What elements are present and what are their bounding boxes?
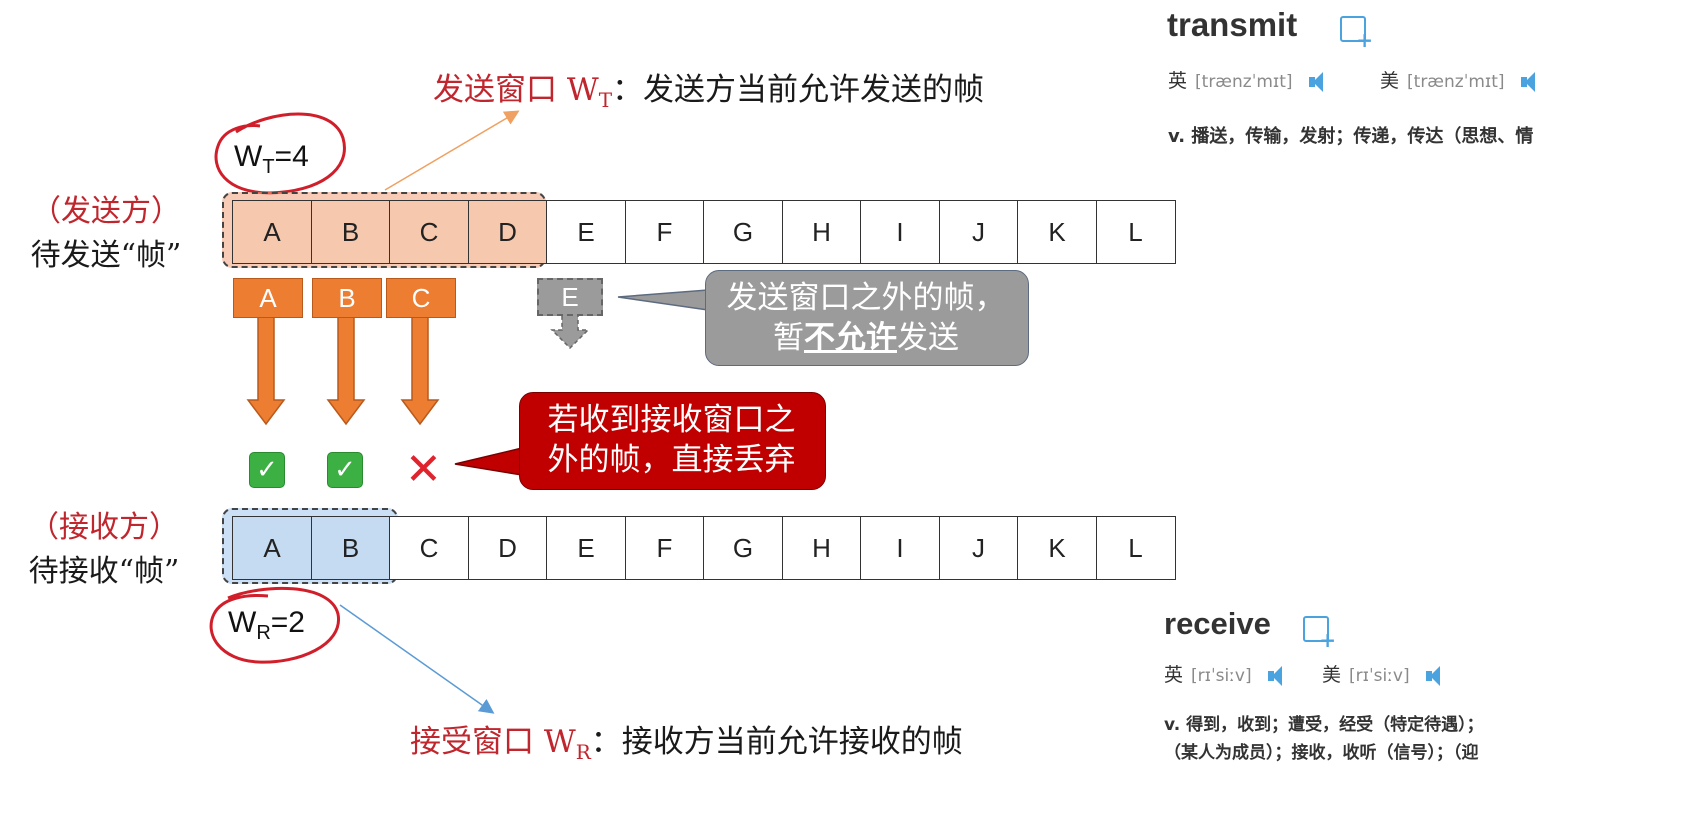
recv-window-title: 接受窗口 WR：接收方当前允许接收的帧 bbox=[410, 724, 963, 765]
frame-cell: E bbox=[546, 200, 626, 264]
send-window-term: 发送窗口 WT bbox=[433, 72, 613, 113]
send-window-title: 发送窗口 WT：发送方当前允许发送的帧 bbox=[433, 72, 985, 113]
frame-cell: H bbox=[781, 200, 862, 264]
add-to-wordbook-icon[interactable] bbox=[1340, 16, 1373, 52]
speaker-icon[interactable] bbox=[1425, 665, 1440, 686]
frame-cell: H bbox=[781, 516, 862, 580]
recv-window-term: 接受窗口 WR bbox=[410, 724, 591, 765]
frame-cell: F bbox=[624, 516, 705, 580]
dict-transmit-definition: v. 播送，传输，发射；传递，传达（思想、情 bbox=[1168, 126, 1534, 147]
speaker-icon[interactable] bbox=[1308, 71, 1323, 92]
sender-caption: 待发送“帧” bbox=[30, 238, 182, 273]
frame-cell: C bbox=[389, 516, 469, 580]
red-callout-text: 若收到接收窗口之 外的帧，直接丢弃 bbox=[547, 402, 796, 478]
wr-hand-circle bbox=[209, 586, 340, 664]
red-callout bbox=[519, 392, 826, 490]
arrow-a-shaft bbox=[246, 314, 286, 426]
sender-label: （发送方） 待发送“帧” bbox=[6, 190, 206, 278]
arrow-b-shaft bbox=[326, 314, 366, 426]
frame-cell: F bbox=[624, 200, 705, 264]
sender-frame-row: A B C D E F G H I J K L bbox=[232, 200, 1176, 264]
dict-receive-us-pron: 美[rɪˈsiːv] bbox=[1322, 660, 1440, 687]
frame-cell: J bbox=[938, 516, 1019, 580]
transmission-arrows bbox=[246, 314, 590, 426]
dict-transmit-us-pron: 美[trænzˈmɪt] bbox=[1380, 66, 1535, 93]
frame-cell: L bbox=[1095, 200, 1176, 264]
dict-transmit-word: transmit bbox=[1167, 6, 1298, 43]
rejected-cross-icon: ✕ bbox=[405, 444, 442, 495]
wr-note: WR=2 bbox=[228, 606, 305, 644]
arrow-c-shaft bbox=[400, 314, 440, 426]
arrow-c-label: C bbox=[386, 278, 456, 318]
frame-cell: I bbox=[860, 516, 940, 580]
frame-cell: D bbox=[467, 200, 548, 264]
sender-role: （发送方） bbox=[31, 194, 181, 229]
add-to-wordbook-icon[interactable] bbox=[1303, 616, 1336, 652]
frame-cell: B bbox=[310, 200, 391, 264]
frame-cell: C bbox=[389, 200, 469, 264]
wt-note: WT=4 bbox=[234, 140, 309, 178]
accepted-check-icon: ✓ bbox=[327, 452, 363, 488]
dict-receive-word: receive bbox=[1164, 606, 1271, 641]
grey-callout-text: 发送窗口之外的帧， 暂不允许发送 bbox=[726, 280, 1006, 356]
red-callout-tail bbox=[454, 447, 523, 476]
frame-cell: L bbox=[1095, 516, 1176, 580]
frame-cell: K bbox=[1017, 200, 1097, 264]
frame-cell: B bbox=[310, 516, 391, 580]
emphasis-not-allowed: 不允许 bbox=[804, 320, 897, 356]
frame-cell: J bbox=[938, 200, 1019, 264]
accepted-check-icon: ✓ bbox=[249, 452, 285, 488]
frame-cell: K bbox=[1017, 516, 1097, 580]
dict-receive-uk-pron: 英[rɪˈsiːv] bbox=[1164, 660, 1282, 687]
frame-cell: A bbox=[232, 516, 312, 580]
arrow-b-label: B bbox=[312, 278, 382, 318]
arrow-e-shaft bbox=[550, 314, 590, 350]
frame-cell: D bbox=[467, 516, 548, 580]
recv-window-pointer bbox=[339, 604, 495, 714]
receiver-role: （接收方） bbox=[29, 510, 179, 545]
receiver-label: （接收方） 待接收“帧” bbox=[4, 506, 204, 594]
grey-callout bbox=[705, 270, 1029, 366]
frame-cell: E bbox=[546, 516, 626, 580]
speaker-icon[interactable] bbox=[1267, 665, 1282, 686]
dict-transmit-uk-pron: 英[trænzˈmɪt] bbox=[1168, 66, 1323, 93]
arrow-e-label: E bbox=[537, 278, 603, 316]
receiver-frame-row: A B C D E F G H I J K L bbox=[232, 516, 1176, 580]
receiver-caption: 待接收“帧” bbox=[28, 554, 180, 589]
send-window-pointer bbox=[384, 110, 520, 191]
frame-cell: G bbox=[703, 200, 783, 264]
speaker-icon[interactable] bbox=[1520, 71, 1535, 92]
arrow-a-label: A bbox=[233, 278, 303, 318]
dict-receive-definition-1: v. 得到，收到；遭受，经受（特定待遇）； bbox=[1164, 715, 1482, 735]
frame-cell: G bbox=[703, 516, 783, 580]
wt-hand-circle bbox=[214, 112, 346, 195]
frame-cell: I bbox=[860, 200, 940, 264]
dict-receive-definition-2: （某人为成员）；接收，收听（信号）；（迎 bbox=[1164, 743, 1479, 763]
